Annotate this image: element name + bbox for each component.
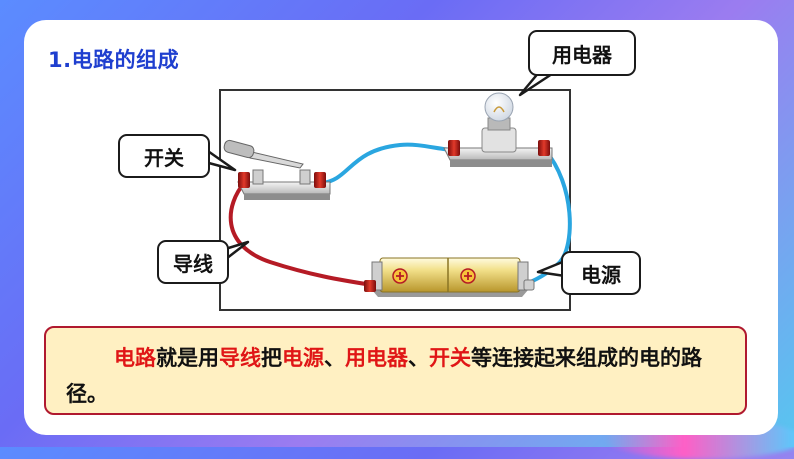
page-title: 1.电路的组成 — [48, 48, 180, 72]
label-appliance: 用电器 — [528, 30, 636, 76]
label-power: 电源 — [561, 251, 641, 295]
term-appliance: 用电器 — [345, 346, 408, 370]
def-text-1: 就是用 — [156, 346, 219, 370]
switch-icon — [223, 139, 331, 200]
def-text-2: 把 — [261, 346, 282, 370]
battery-icon — [364, 257, 535, 297]
def-text-3: 等连接起来组成的电的路径。 — [66, 346, 702, 406]
definition-box: 电路就是用导线把电源、用电器、开关等连接起来组成的电的路径。 — [44, 326, 747, 415]
wire-switch-to-lamp — [320, 142, 457, 185]
term-wire: 导线 — [219, 346, 261, 370]
circuit-diagram — [203, 63, 572, 297]
term-switch: 开关 — [429, 346, 471, 370]
term-power: 电源 — [282, 346, 324, 370]
term-circuit: 电路 — [114, 346, 156, 370]
wire-switch-to-battery — [228, 180, 374, 287]
bulb-icon — [443, 92, 553, 167]
def-sep-2: 、 — [408, 346, 429, 370]
label-wire: 导线 — [157, 240, 229, 284]
def-sep-1: 、 — [324, 346, 345, 370]
label-switch: 开关 — [118, 134, 210, 178]
